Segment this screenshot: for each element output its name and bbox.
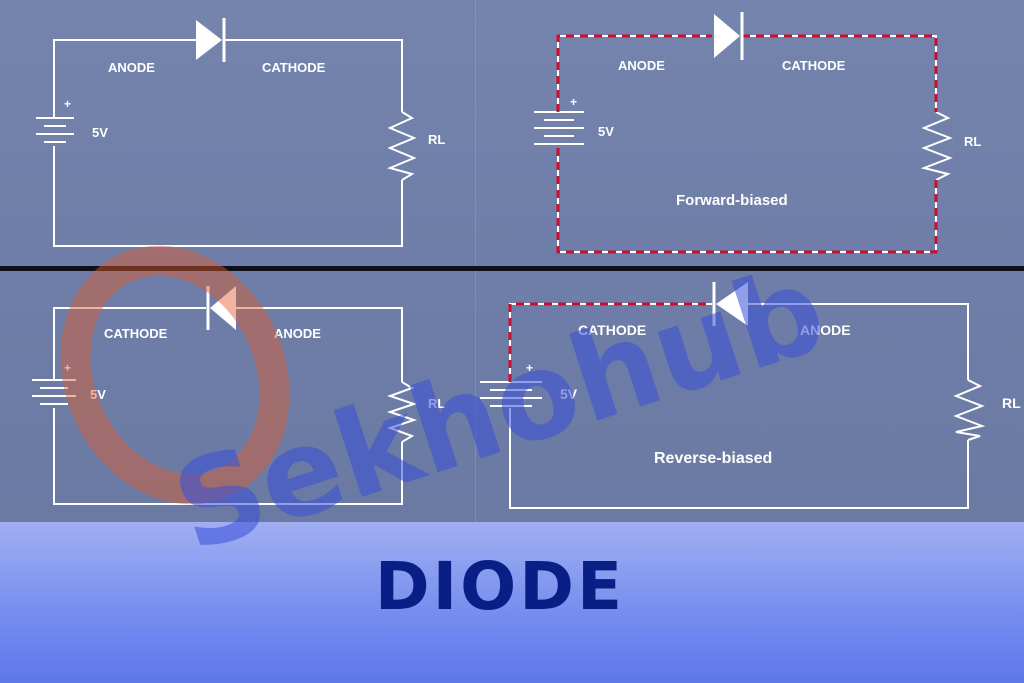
load-label: RL (964, 134, 981, 149)
circuit-diagram: ANODE CATHODE + 5V RL Forward-biased (534, 12, 981, 254)
voltage-label: 5V (92, 125, 108, 140)
plus-label: + (570, 95, 577, 109)
circuit-diagram: CATHODE ANODE + 5V RL Reverse-biased (480, 282, 1021, 509)
load-label: RL (428, 396, 445, 411)
anode-label: ANODE (274, 326, 321, 341)
title-banner (0, 522, 1024, 683)
panel-divider-horizontal (0, 266, 1024, 271)
cathode-label: CATHODE (578, 322, 646, 338)
panel-divider-vertical (475, 0, 476, 522)
diode-icon (716, 282, 748, 326)
anode-label: ANODE (108, 60, 155, 75)
circuit-panel-reverse-biased: CATHODE ANODE + 5V RL Reverse-biased (476, 272, 1024, 522)
circuit-panel-bottom-left: CATHODE ANODE + 5V RL (0, 272, 476, 522)
bias-caption: Forward-biased (676, 192, 788, 209)
diode-icon (210, 286, 236, 330)
bias-caption: Reverse-biased (654, 450, 772, 467)
diode-icon (196, 20, 222, 60)
voltage-label: 5V (598, 124, 614, 139)
load-label: RL (428, 132, 445, 147)
circuit-panel-top-left: ANODE CATHODE + 5V RL (0, 0, 476, 268)
current-path (508, 302, 712, 382)
plus-label: + (64, 361, 71, 375)
voltage-label: 5V (560, 386, 578, 402)
cathode-label: CATHODE (104, 326, 168, 341)
cathode-label: CATHODE (262, 60, 326, 75)
circuit-diagram: ANODE CATHODE + 5V RL (36, 18, 445, 247)
plus-label: + (64, 97, 71, 111)
plus-label: + (526, 361, 533, 375)
circuit-panel-forward-biased: ANODE CATHODE + 5V RL Forward-biased (476, 0, 1024, 268)
diode-icon (714, 14, 740, 58)
cathode-label: CATHODE (782, 58, 846, 73)
current-path (556, 34, 938, 254)
load-label: RL (1002, 395, 1021, 411)
anode-label: ANODE (800, 322, 851, 338)
circuit-diagram: CATHODE ANODE + 5V RL (32, 286, 445, 505)
anode-label: ANODE (618, 58, 665, 73)
page-title: DIODE (374, 548, 626, 625)
voltage-label: 5V (90, 387, 106, 402)
